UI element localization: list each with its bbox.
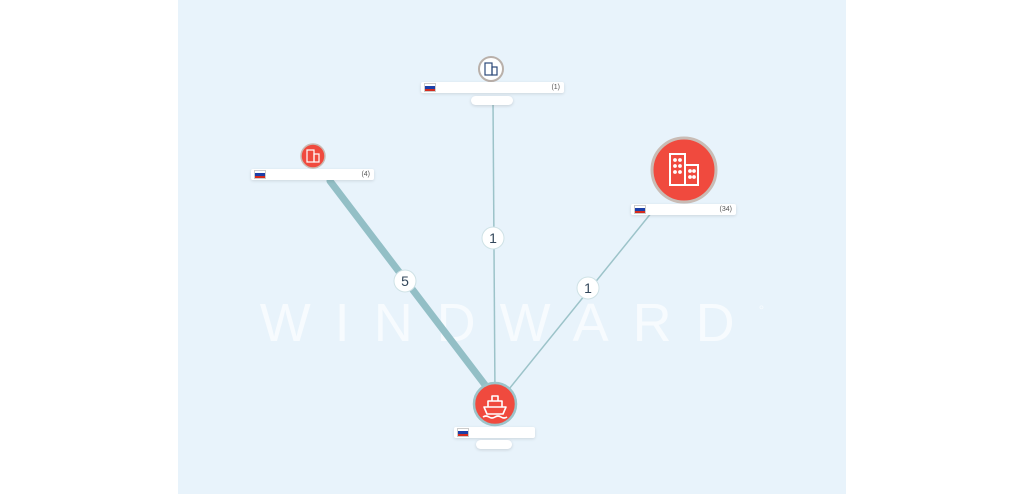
edge-weight-badge: 1 <box>481 226 505 250</box>
network-canvas[interactable]: WINDWARD° 5 1 1 <box>178 0 846 494</box>
node-label-company-top[interactable]: (1) <box>421 82 564 93</box>
connection-count: (4) <box>361 171 370 178</box>
edge-weight-badge: 5 <box>393 269 417 293</box>
vessel-node[interactable] <box>472 381 518 427</box>
building-icon <box>484 62 498 76</box>
node-label-vessel[interactable] <box>454 427 535 438</box>
connection-count: (34) <box>719 206 732 213</box>
node-label-company-left[interactable]: (4) <box>251 169 374 180</box>
company-node-right[interactable] <box>650 136 718 204</box>
windward-watermark: WINDWARD° <box>259 293 765 353</box>
node-sublabel-company-top <box>471 96 513 105</box>
building-icon <box>306 149 320 163</box>
edge-weight-badge: 1 <box>576 276 600 300</box>
russia-flag-icon <box>254 170 266 179</box>
edge-weight-label: 1 <box>584 280 592 296</box>
edge-weight-label: 1 <box>489 230 497 246</box>
ship-icon <box>482 395 508 419</box>
company-node-left[interactable] <box>300 143 326 169</box>
russia-flag-icon <box>634 205 646 214</box>
edge-right-vessel[interactable] <box>504 211 653 395</box>
connection-count: (1) <box>551 84 560 91</box>
network-graph: 5 1 1 <box>300 56 718 427</box>
node-sublabel-vessel <box>476 440 512 449</box>
company-node-top[interactable] <box>478 56 504 82</box>
russia-flag-icon <box>457 428 469 437</box>
building-icon <box>669 153 699 186</box>
node-label-company-right[interactable]: (34) <box>631 204 736 215</box>
edge-weight-label: 5 <box>401 273 409 289</box>
russia-flag-icon <box>424 83 436 92</box>
